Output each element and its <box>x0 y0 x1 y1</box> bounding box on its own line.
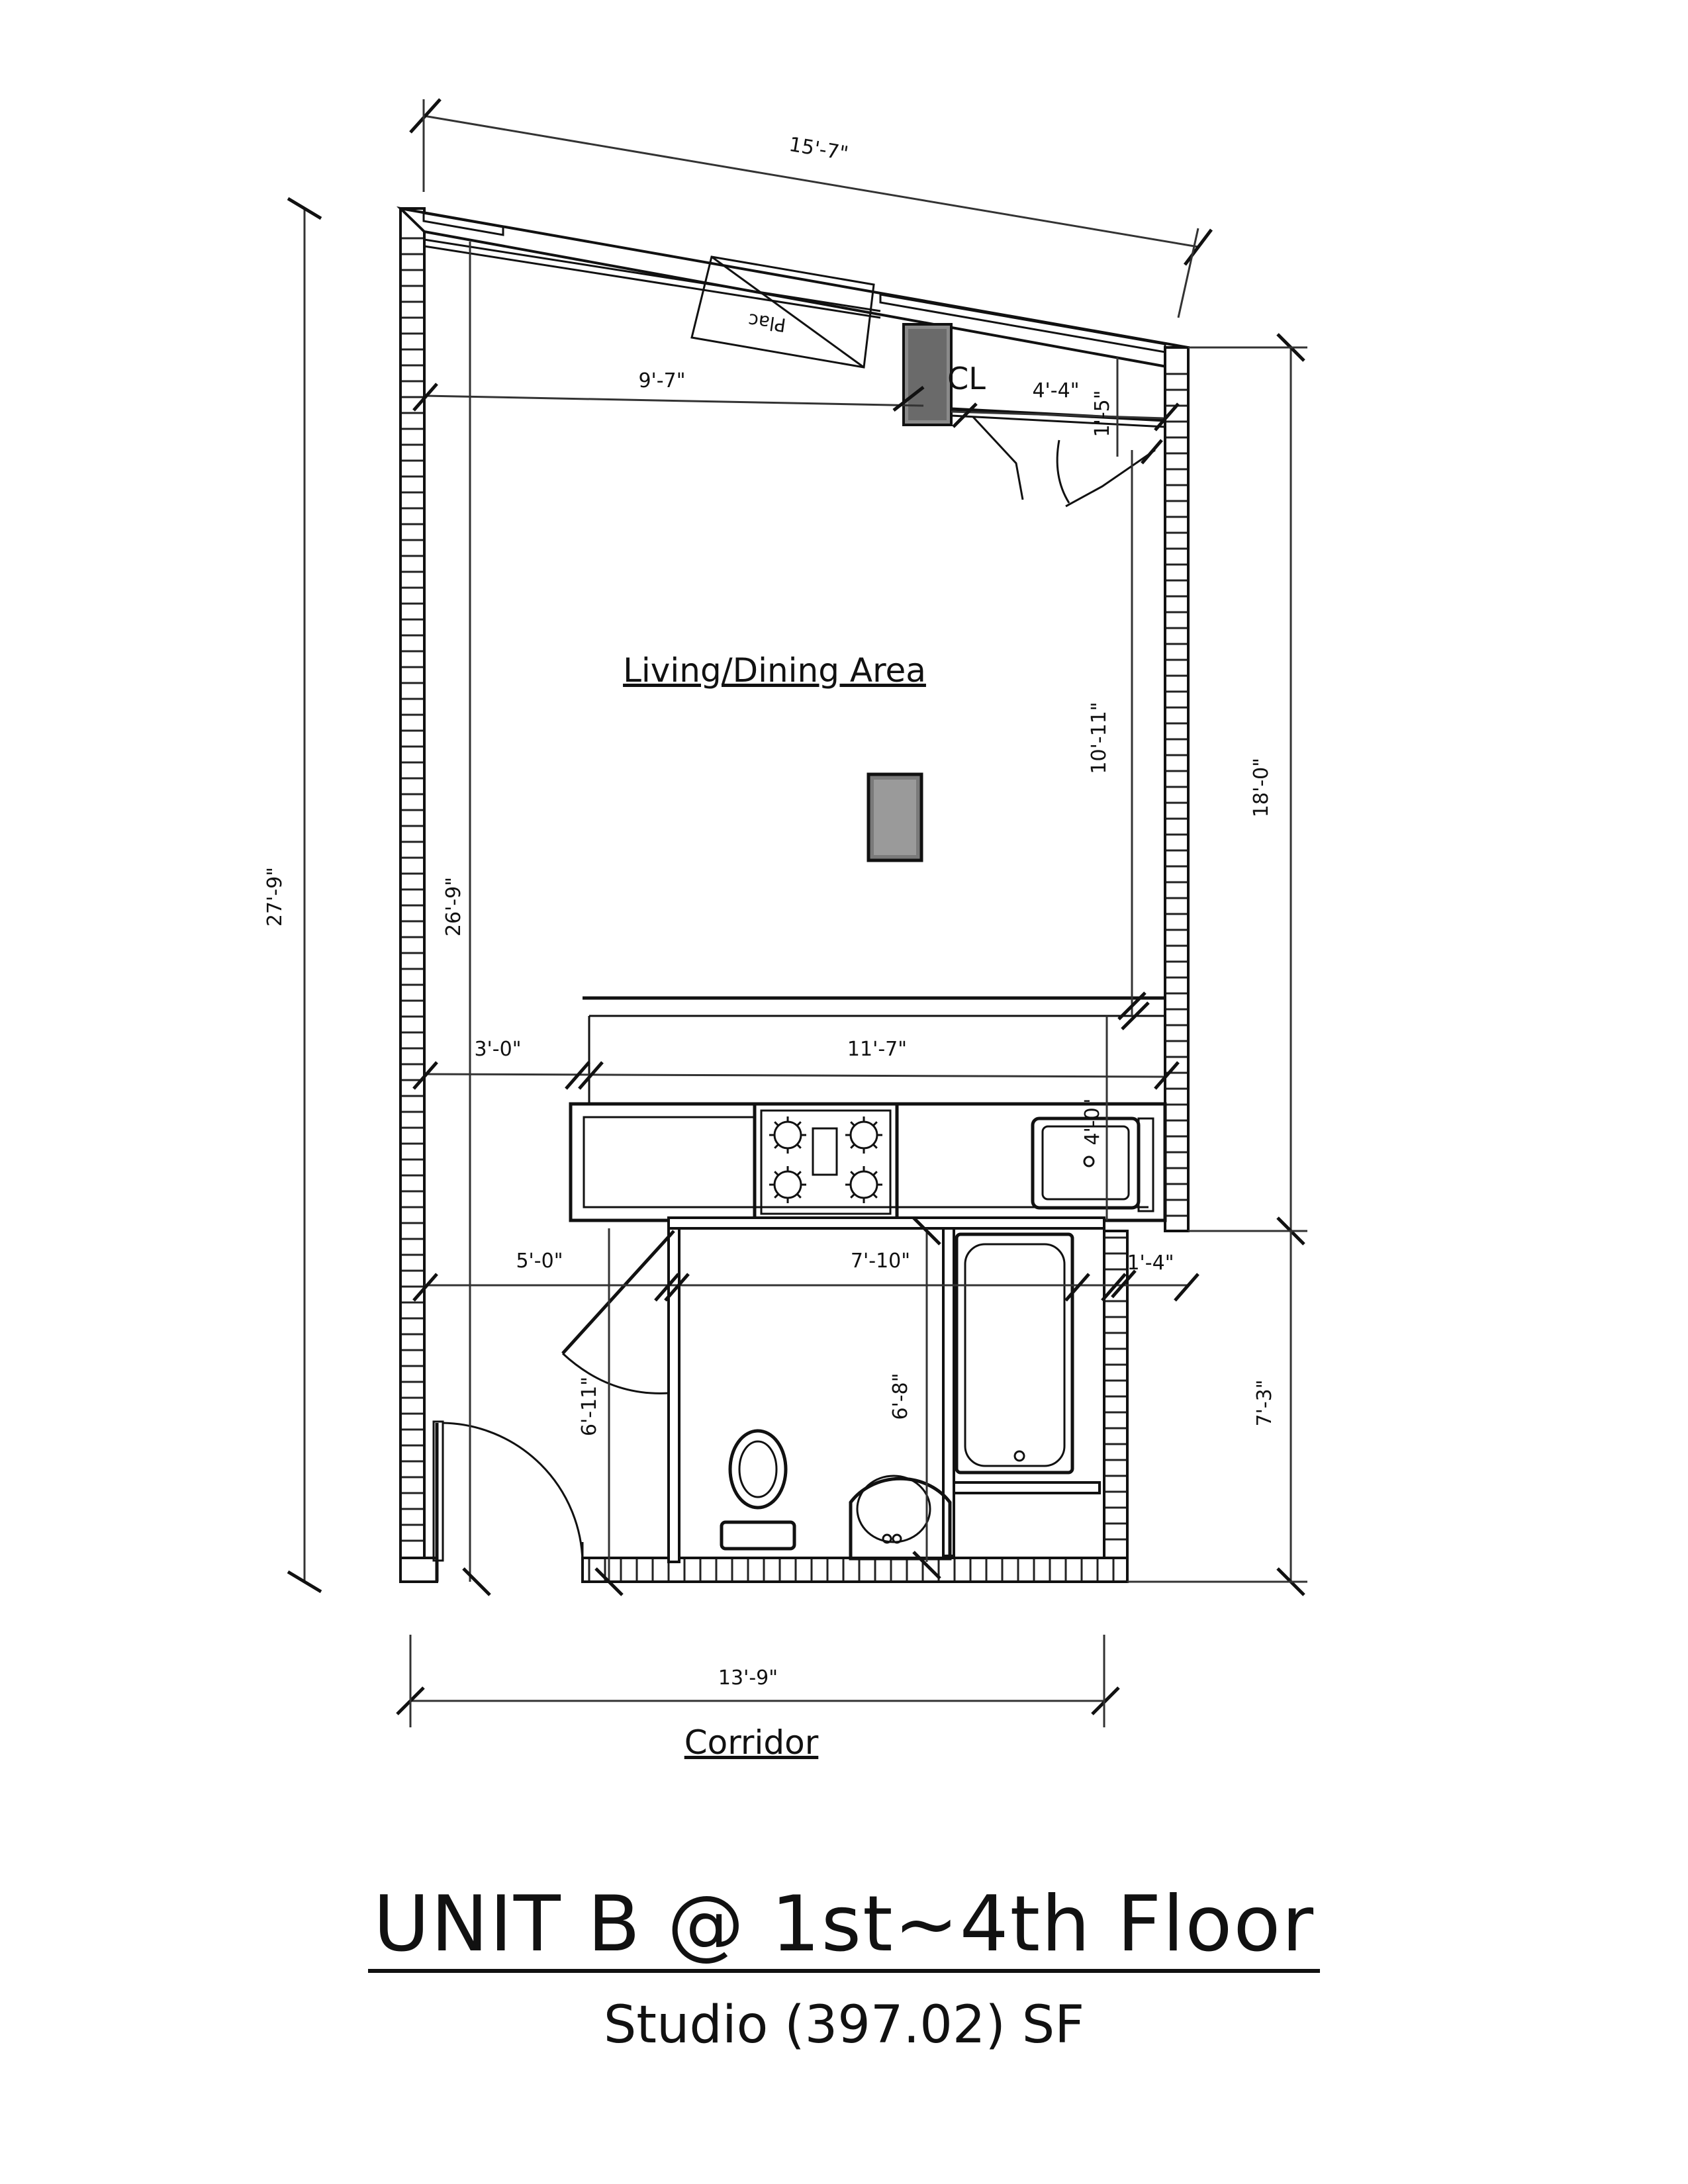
closet-door-left <box>972 416 1024 500</box>
hatch-mark <box>774 1171 779 1176</box>
window-right <box>879 293 1166 353</box>
hatch-mark <box>872 1193 878 1199</box>
lavatory <box>849 1475 952 1561</box>
hatch-mark <box>872 1171 878 1176</box>
bath-top-wall <box>667 1216 1105 1230</box>
dim-living-height: 10'-11" <box>1088 702 1111 774</box>
bath-door <box>561 1230 675 1355</box>
unit-area-subtitle: Studio (397.02) SF <box>603 1995 1085 2055</box>
dim-inner-height: 26'-9" <box>442 877 465 936</box>
bathroom <box>432 1216 1105 1582</box>
hatch-mark <box>850 1144 855 1149</box>
column <box>867 772 923 862</box>
bottom-wall-right <box>581 1557 1129 1583</box>
dim-overall-height: 27'-9" <box>263 867 287 927</box>
closet-label: CL <box>947 361 986 396</box>
right-upper-wall <box>1164 346 1190 1232</box>
hatch-mark <box>796 1171 802 1176</box>
hatch-mark <box>872 1144 878 1149</box>
hatch-mark <box>850 1121 855 1126</box>
living-area-label: Living/Dining Area <box>623 651 926 690</box>
kitchen <box>569 996 1167 1222</box>
top-wall <box>396 206 1190 373</box>
entry-door-swing <box>442 1422 584 1563</box>
dim-bath-width: 7'-10" <box>851 1250 910 1273</box>
window-left <box>422 212 504 236</box>
hatch-mark <box>774 1193 779 1199</box>
dim-top-width: 15'-7" <box>787 133 850 166</box>
unit-title: UNIT B @ 1st~4th Floor <box>0 1880 1688 1973</box>
closet-door-right <box>1065 449 1156 508</box>
dim-kitchen-left: 3'-0" <box>474 1038 521 1061</box>
burners <box>769 1116 882 1203</box>
hatch-mark <box>850 1171 855 1176</box>
toilet <box>720 1429 796 1551</box>
dim-living-width: 9'-7" <box>638 369 685 392</box>
windows <box>422 212 1166 353</box>
dim-entry-width: 5'-0" <box>516 1250 563 1273</box>
left-wall <box>399 207 426 1583</box>
hatch-mark <box>796 1193 802 1199</box>
plac-label: Plac <box>747 309 787 336</box>
burner <box>849 1120 878 1150</box>
stove <box>753 1102 899 1222</box>
dimension-lines <box>287 98 1307 1727</box>
dim-bottom-width: 13'-9" <box>718 1666 778 1690</box>
burner <box>773 1120 802 1150</box>
dim-closet-depth: 1'-5" <box>1091 390 1114 437</box>
wall-hatching <box>402 237 1187 1580</box>
corridor-label: Corridor <box>684 1723 819 1762</box>
hatch-mark <box>872 1121 878 1126</box>
dim-right-upper: 18'-0" <box>1250 758 1273 817</box>
dim-right-lower: 7'-3" <box>1253 1379 1276 1426</box>
hatch-mark <box>796 1144 802 1149</box>
hatch-mark <box>774 1144 779 1149</box>
dim-bath-depth: 6'-8" <box>889 1373 912 1420</box>
bath-wall-left <box>667 1216 680 1563</box>
hatch-mark <box>774 1121 779 1126</box>
burner <box>773 1170 802 1199</box>
dim-counter-depth: 4'-0" <box>1081 1098 1104 1145</box>
plac-box: Plac <box>690 255 875 369</box>
burner <box>849 1170 878 1199</box>
bottom-wall-left <box>399 1557 438 1583</box>
dim-closet-width: 4'-4" <box>1032 379 1079 402</box>
dim-entry-depth: 6'-11" <box>578 1377 601 1436</box>
hatch-mark <box>850 1193 855 1199</box>
dim-bath-side: 1'-4" <box>1127 1251 1174 1275</box>
dim-kitchen-width: 11'-7" <box>847 1038 907 1061</box>
bathtub <box>955 1232 1074 1475</box>
hatch-mark <box>796 1121 802 1126</box>
